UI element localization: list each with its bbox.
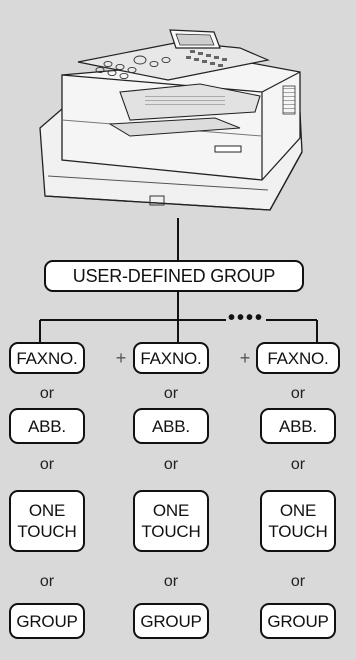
continuation-dots: ••••	[226, 307, 267, 329]
group-box-2: GROUP	[133, 603, 209, 639]
one-touch-line-1: ONE	[28, 501, 66, 520]
or-label: or	[39, 385, 55, 402]
user-defined-group-box: USER-DEFINED GROUP	[44, 260, 304, 292]
plus-sign: +	[239, 348, 251, 368]
one-touch-line-2: TOUCH	[141, 522, 201, 541]
or-label: or	[290, 385, 306, 402]
group-box-1: GROUP	[9, 603, 85, 639]
one-touch-line-2: TOUCH	[268, 522, 328, 541]
one-touch-line-1: ONE	[152, 501, 190, 520]
abb-box-2: ABB.	[133, 408, 209, 444]
faxno-box-2: FAXNO.	[133, 342, 209, 374]
or-label: or	[39, 573, 55, 590]
one-touch-box-3: ONE TOUCH	[260, 490, 336, 552]
one-touch-line-1: ONE	[279, 501, 317, 520]
one-touch-line-2: TOUCH	[17, 522, 77, 541]
group-box-3: GROUP	[260, 603, 336, 639]
or-label: or	[290, 573, 306, 590]
or-label: or	[290, 456, 306, 473]
faxno-box-3: FAXNO.	[256, 342, 340, 374]
or-label: or	[39, 456, 55, 473]
plus-sign: +	[115, 348, 127, 368]
or-label: or	[163, 456, 179, 473]
or-label: or	[163, 385, 179, 402]
one-touch-box-2: ONE TOUCH	[133, 490, 209, 552]
abb-box-3: ABB.	[260, 408, 336, 444]
or-label: or	[163, 573, 179, 590]
one-touch-box-1: ONE TOUCH	[9, 490, 85, 552]
faxno-box-1: FAXNO.	[9, 342, 85, 374]
abb-box-1: ABB.	[9, 408, 85, 444]
connector-lines	[39, 218, 318, 344]
